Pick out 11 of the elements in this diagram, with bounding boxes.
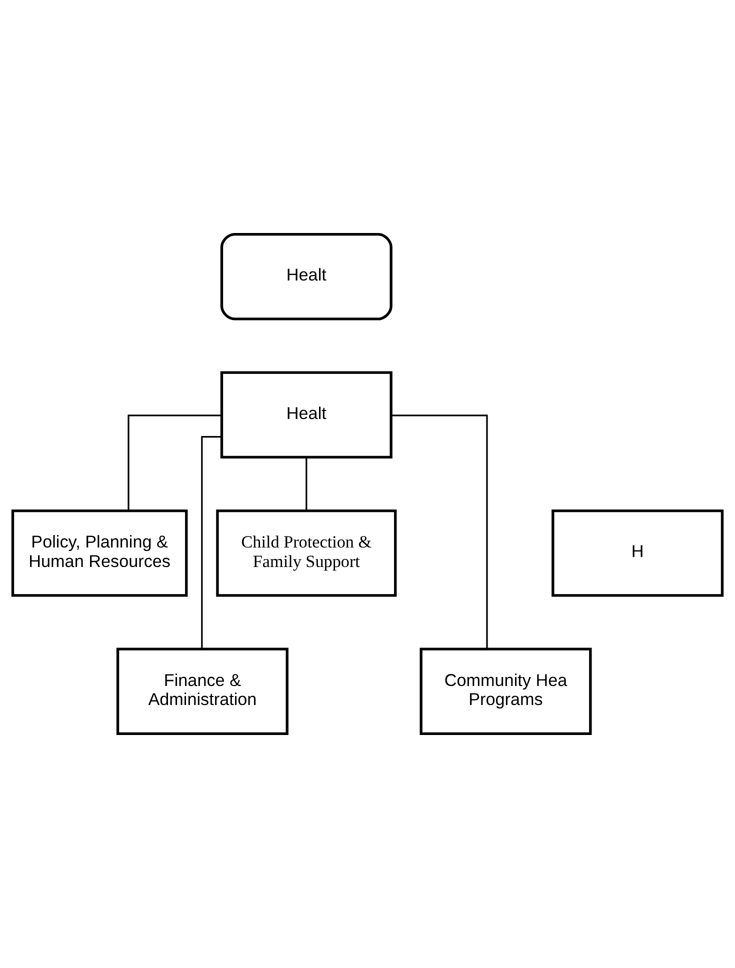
connector [201,436,222,649]
node-box: Finance & Administration [116,648,288,736]
connector [128,414,222,511]
node-box: Policy, Planning & Human Resources [11,509,188,597]
node-box: Child Protection & Family Support [216,509,397,597]
node-box: Healt [220,371,392,459]
connector [391,414,488,649]
connector [306,457,308,510]
node-box: H [552,509,724,597]
node-box: Community Hea Programs [420,648,592,736]
node-box: Healt [220,232,392,320]
